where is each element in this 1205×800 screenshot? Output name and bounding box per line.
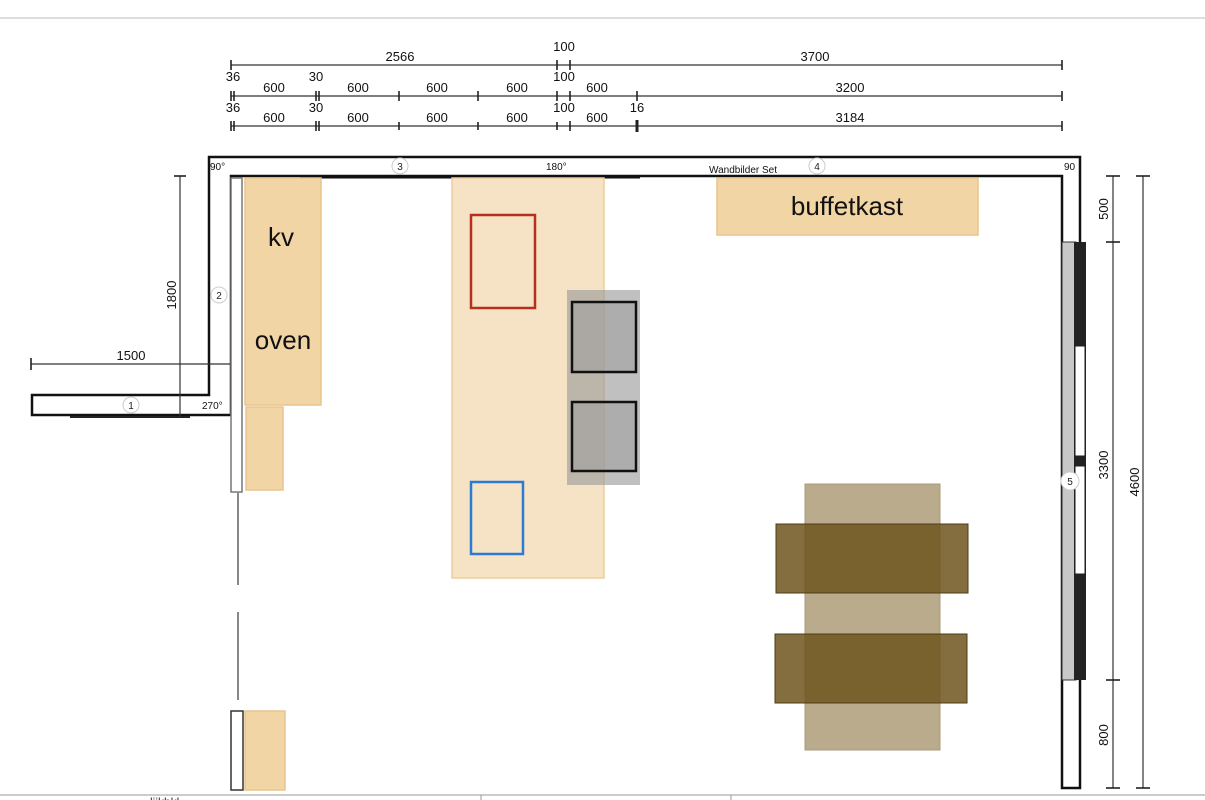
dim-label: 100 <box>553 100 575 115</box>
dimensions-right: 500 3300 800 4600 <box>1096 175 1150 789</box>
buffet-cabinet[interactable] <box>716 177 979 236</box>
partition-wall-bottom <box>230 710 244 791</box>
dim-label: 800 <box>1096 724 1111 746</box>
buffetkast-label: buffetkast <box>791 191 904 221</box>
dim-label: 500 <box>1096 198 1111 220</box>
wall-number: 3 <box>397 162 403 173</box>
wall-number: 1 <box>128 401 134 412</box>
dim-label: 30 <box>309 69 323 84</box>
dim-label: 600 <box>506 80 528 95</box>
angle-label: 90 <box>1064 162 1076 173</box>
dim-label: 600 <box>586 110 608 125</box>
dim-label: 1500 <box>117 348 146 363</box>
dim-label: 600 <box>426 110 448 125</box>
angle-label: 180° <box>546 162 567 173</box>
dim-label: 3700 <box>801 49 830 64</box>
wall-markers: 1 2 3 4 5 <box>122 157 1080 491</box>
dim-label: 600 <box>347 80 369 95</box>
dim-label: 600 <box>347 110 369 125</box>
dim-label: 4600 <box>1127 468 1142 497</box>
dim-label: 100 <box>553 39 575 54</box>
bench[interactable] <box>775 523 969 594</box>
wall-number: 2 <box>216 291 222 302</box>
dim-label: 600 <box>506 110 528 125</box>
wall-item-label: Wandbilder Set <box>709 165 777 176</box>
stool[interactable] <box>570 300 638 374</box>
exterior-walls <box>30 155 1082 790</box>
dimension-row-1: 2566 100 3700 <box>230 39 1063 70</box>
dim-label: 30 <box>309 100 323 115</box>
dim-label: 600 <box>263 80 285 95</box>
hob[interactable] <box>469 480 525 556</box>
dim-label: 36 <box>226 69 240 84</box>
dim-label: 36 <box>226 100 240 115</box>
dim-label: 3200 <box>836 80 865 95</box>
dim-label: 3300 <box>1096 451 1111 480</box>
dim-label: 100 <box>553 69 575 84</box>
base-cabinet[interactable] <box>245 406 284 491</box>
dim-label: 2566 <box>386 49 415 64</box>
angle-label: 90° <box>210 162 225 173</box>
dimensions-left: 1800 1500 <box>30 175 230 417</box>
sink[interactable] <box>469 213 537 310</box>
wall-number: 5 <box>1067 477 1073 488</box>
dim-label: 600 <box>586 80 608 95</box>
dim-label: 3184 <box>836 110 865 125</box>
oven-label: oven <box>255 325 311 355</box>
kv-label: kv <box>268 222 294 252</box>
dim-label: 1800 <box>164 281 179 310</box>
wall-5-windows <box>1061 241 1086 681</box>
dimension-row-2: 36 600 30 600 600 600 100 600 3200 <box>226 69 1063 101</box>
dim-label: 16 <box>630 100 644 115</box>
angle-label: 270° <box>202 401 223 412</box>
dim-label: 600 <box>263 110 285 125</box>
footer-label: lijkbkl <box>150 795 179 800</box>
bench[interactable] <box>774 633 968 704</box>
partition-wall <box>230 177 243 493</box>
tall-cabinet[interactable] <box>244 177 322 406</box>
base-cabinet-bottom[interactable] <box>244 710 286 791</box>
wall-number: 4 <box>814 162 820 173</box>
dimension-row-3: 36 600 30 600 600 600 100 600 16 3184 <box>226 100 1063 132</box>
stool[interactable] <box>570 400 638 473</box>
dim-label: 600 <box>426 80 448 95</box>
